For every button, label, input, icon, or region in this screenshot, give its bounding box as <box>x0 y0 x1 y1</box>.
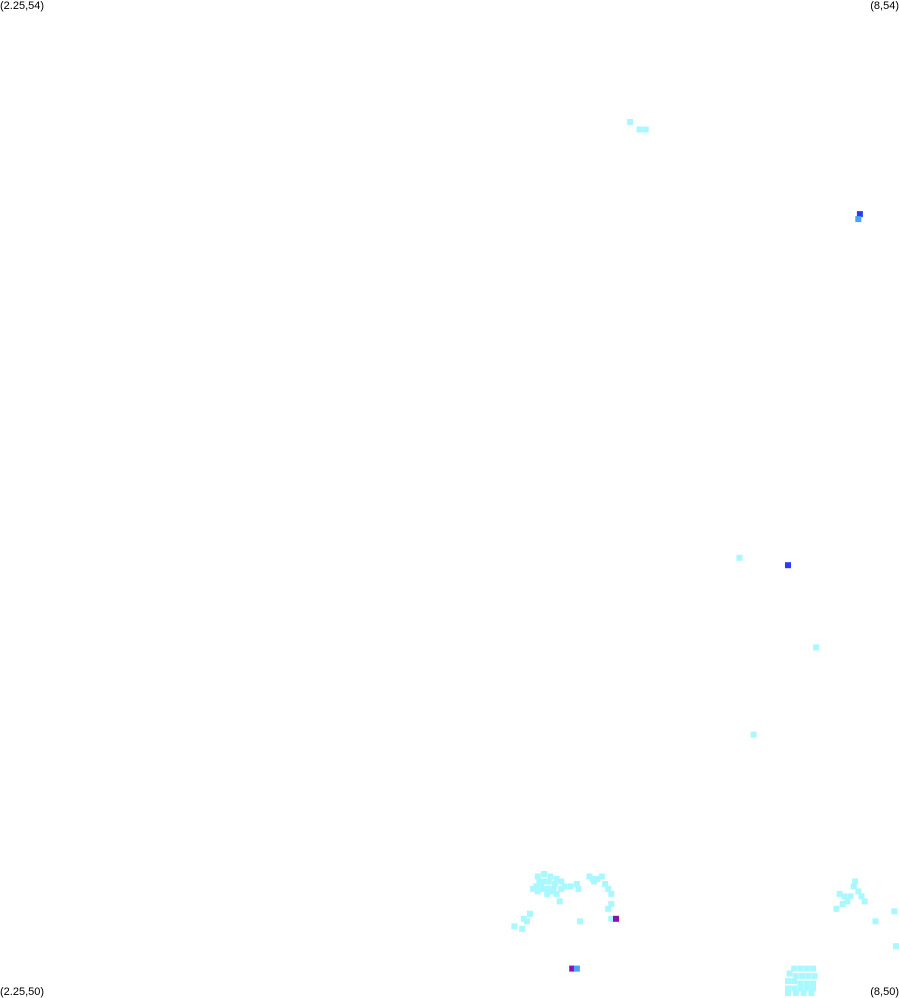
map-point-light <box>810 985 816 992</box>
map-point-purple <box>569 965 576 972</box>
map-point-light <box>813 644 820 651</box>
map-point-mid <box>573 965 580 972</box>
map-point-light <box>602 880 609 887</box>
map-point-light <box>847 893 854 900</box>
map-point-light <box>805 973 812 980</box>
map-point-light <box>548 888 555 895</box>
map-point-light <box>785 990 791 996</box>
map-point-light <box>552 880 558 887</box>
map-point-dark <box>856 211 863 218</box>
corner-label-top-left: (2.25,54) <box>0 0 45 12</box>
map-point-light <box>586 873 593 880</box>
map-point-light <box>839 900 846 907</box>
map-point-light <box>810 965 816 972</box>
map-point-light <box>785 978 791 985</box>
map-point-light <box>803 985 810 992</box>
map-point-light <box>544 885 551 892</box>
map-point-light <box>553 890 560 897</box>
map-point-light <box>538 883 544 890</box>
map-point-light <box>642 126 649 133</box>
map-point-mid <box>855 216 862 223</box>
map-point-dark <box>785 562 791 569</box>
map-point-light <box>852 878 859 885</box>
map-point-light <box>833 905 840 912</box>
map-point-light <box>547 873 554 880</box>
points-layer <box>511 119 899 996</box>
map-point-light <box>558 878 565 885</box>
map-point-light <box>841 893 848 900</box>
map-point-light <box>534 888 541 895</box>
map-point-light <box>800 990 807 996</box>
map-point-light <box>527 910 533 917</box>
corner-label-bottom-left: (2.25,50) <box>0 986 45 998</box>
map-point-light <box>605 905 612 912</box>
map-point-light <box>810 980 816 987</box>
map-point-light <box>803 980 810 987</box>
map-point-light <box>534 873 541 880</box>
map-point-light <box>520 915 527 922</box>
map-point-light <box>627 119 634 125</box>
map-point-light <box>553 876 560 882</box>
map-point-light <box>792 990 799 996</box>
map-point-light <box>594 876 601 882</box>
map-point-light <box>791 978 798 985</box>
map-point-light <box>541 871 548 877</box>
map-point-light <box>541 878 548 885</box>
corner-label-top-right: (8,54) <box>870 0 899 12</box>
map-point-light <box>605 885 612 892</box>
map-point-light <box>561 883 568 890</box>
map-point-light <box>797 985 804 992</box>
map-point-light <box>786 970 793 977</box>
map-point-light <box>636 126 643 133</box>
map-point-light <box>872 918 879 925</box>
map-point-light <box>577 918 584 925</box>
map-point-light <box>544 890 551 897</box>
map-point-light <box>855 888 862 895</box>
map-point-light <box>799 973 806 980</box>
map-point-light <box>750 731 757 738</box>
map-point-light <box>608 890 615 897</box>
map-point-light <box>850 883 857 890</box>
map-point-light <box>530 885 537 892</box>
map-point-light <box>792 973 799 980</box>
corner-label-bottom-right: (8,50) <box>870 986 899 998</box>
map-point-light <box>785 985 791 992</box>
map-point-light <box>811 973 818 980</box>
map-point-light <box>519 925 526 932</box>
map-point-light <box>791 965 798 972</box>
map-point-light <box>608 900 615 907</box>
map-point-light <box>598 873 605 880</box>
map-point-light <box>536 878 543 885</box>
map-point-light <box>511 923 518 930</box>
map-point-light <box>589 876 596 882</box>
map-point-light <box>891 908 898 915</box>
map-point-light <box>573 880 580 887</box>
map-point-light <box>556 898 563 905</box>
map-point-light <box>558 885 565 892</box>
map-point-light <box>736 554 743 561</box>
map-point-light <box>836 890 843 897</box>
map-point-light <box>803 965 810 972</box>
map-point-light <box>858 893 865 900</box>
map-point-light <box>797 980 804 987</box>
map-point-light <box>791 985 798 992</box>
map-point-light <box>808 990 815 996</box>
map-point-light <box>844 898 851 905</box>
map-point-light <box>575 885 582 892</box>
map-point-purple <box>613 915 619 922</box>
map-point-light <box>523 918 530 925</box>
map-point-light <box>893 943 899 950</box>
map-point-light <box>608 915 615 922</box>
map-point-light <box>797 965 804 972</box>
map-point-light <box>545 878 552 885</box>
map-point-light <box>533 883 540 890</box>
map-point-light <box>861 898 868 905</box>
map-point-light <box>567 883 574 890</box>
